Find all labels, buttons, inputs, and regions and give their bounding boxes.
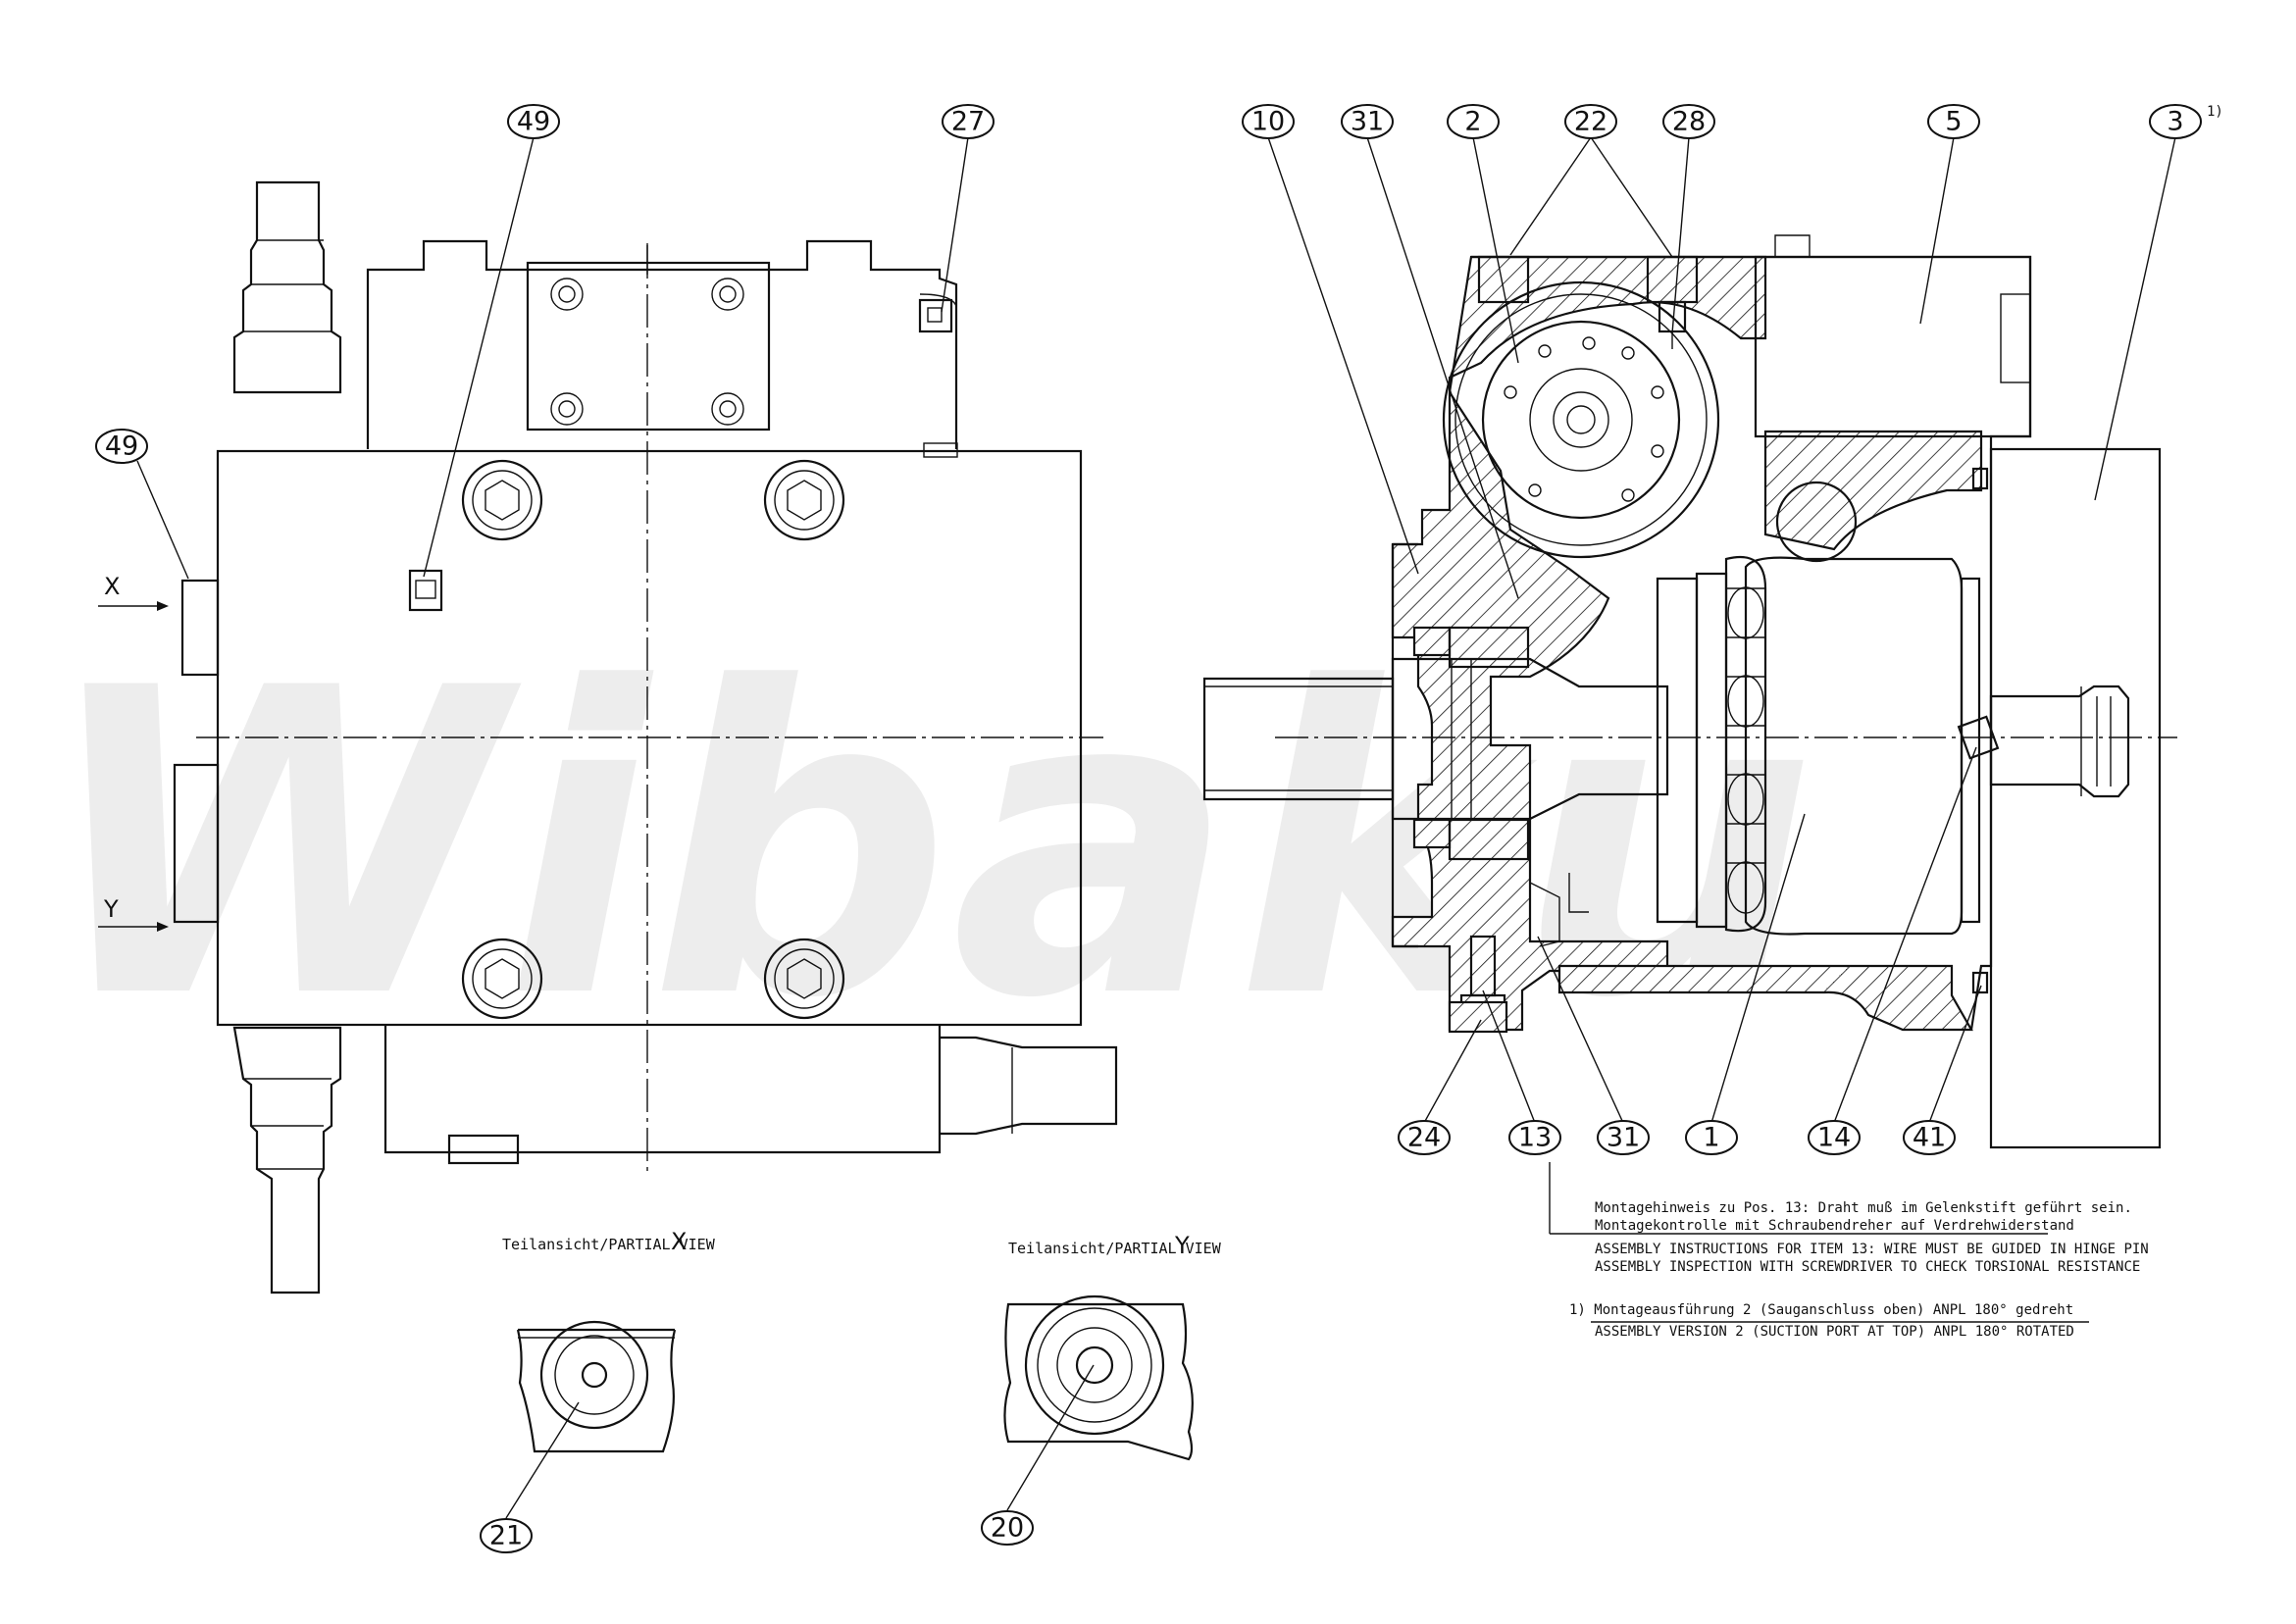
note-line-3: ASSEMBLY INSTRUCTIONS FOR ITEM 13: WIRE … (1595, 1242, 2149, 1257)
callout-31-bottom: 31 (1597, 1120, 1650, 1155)
note-line-6: ASSEMBLY VERSION 2 (SUCTION PORT AT TOP)… (1595, 1324, 2074, 1340)
leader-lines (136, 136, 2176, 1519)
note-line-1: Montagehinweis zu Pos. 13: Draht muß im … (1595, 1200, 2132, 1216)
callout-1: 1 (1685, 1120, 1738, 1155)
callout-10: 10 (1242, 104, 1295, 139)
regulator-bolts (550, 278, 744, 426)
svg-text:13: 13 (1518, 1123, 1552, 1153)
callout-49-left: 49 (95, 429, 148, 464)
callout-5: 5 (1927, 104, 1980, 139)
callout-21: 21 (480, 1518, 533, 1553)
right-section-view (1202, 234, 2177, 1149)
view-y-arrow-label: Y (103, 895, 119, 923)
svg-text:3: 3 (2167, 107, 2183, 137)
svg-text:31: 31 (1351, 107, 1384, 137)
svg-text:1: 1 (1703, 1123, 1719, 1153)
svg-text:20: 20 (991, 1513, 1024, 1544)
svg-text:49: 49 (105, 431, 138, 462)
svg-text:27: 27 (951, 107, 985, 137)
partial-view-y-label: Teilansicht/PARTIAL VIEW (1008, 1240, 1222, 1257)
assembly-notes: Montagehinweis zu Pos. 13: Draht muß im … (1549, 1162, 2149, 1340)
svg-text:10: 10 (1251, 107, 1285, 137)
left-side-view: X Y (98, 180, 1118, 1294)
view-x-arrow-label: X (104, 573, 120, 600)
partial-view-y: Teilansicht/PARTIAL VIEW Y (1003, 1232, 1222, 1461)
gear-pump (1442, 280, 1720, 559)
callout-24: 24 (1398, 1120, 1451, 1155)
note-line-2: Montagekontrolle mit Schraubendreher auf… (1595, 1218, 2074, 1234)
callout-3: 3 1) (2149, 104, 2223, 139)
svg-text:22: 22 (1574, 107, 1607, 137)
partial-view-x-letter: X (671, 1228, 687, 1255)
callout-14: 14 (1808, 1120, 1861, 1155)
svg-text:14: 14 (1817, 1123, 1851, 1153)
callout-28: 28 (1662, 104, 1715, 139)
svg-text:41: 41 (1913, 1123, 1946, 1153)
note-line-4: ASSEMBLY INSPECTION WITH SCREWDRIVER TO … (1595, 1259, 2140, 1275)
callout-49-top: 49 (507, 104, 560, 139)
svg-text:2: 2 (1464, 107, 1481, 137)
partial-view-x-label: Teilansicht/PARTIAL VIEW (502, 1236, 716, 1253)
callout-13: 13 (1508, 1120, 1561, 1155)
watermark-text: Wibaku (39, 600, 1816, 1091)
partial-view-x: Teilansicht/PARTIAL VIEW X (502, 1228, 716, 1453)
svg-text:24: 24 (1407, 1123, 1441, 1153)
partial-view-y-letter: Y (1174, 1232, 1190, 1259)
svg-text:28: 28 (1672, 107, 1706, 137)
callout-2: 2 (1447, 104, 1500, 139)
callout-41: 41 (1903, 1120, 1956, 1155)
svg-text:49: 49 (517, 107, 550, 137)
svg-text:5: 5 (1945, 107, 1962, 137)
callout-bubbles: 49 27 49 10 31 2 22 28 5 3 1) 24 13 31 1… (95, 104, 2223, 1553)
callout-22: 22 (1564, 104, 1617, 139)
callout-3-footnote-mark: 1) (2207, 104, 2223, 120)
main-body-bolts (461, 459, 845, 1020)
svg-text:31: 31 (1607, 1123, 1640, 1153)
callout-31-top: 31 (1341, 104, 1394, 139)
svg-text:21: 21 (489, 1521, 523, 1551)
note-line-5: 1) Montageausführung 2 (Sauganschluss ob… (1569, 1302, 2073, 1318)
callout-27: 27 (942, 104, 995, 139)
callout-20: 20 (981, 1510, 1034, 1546)
